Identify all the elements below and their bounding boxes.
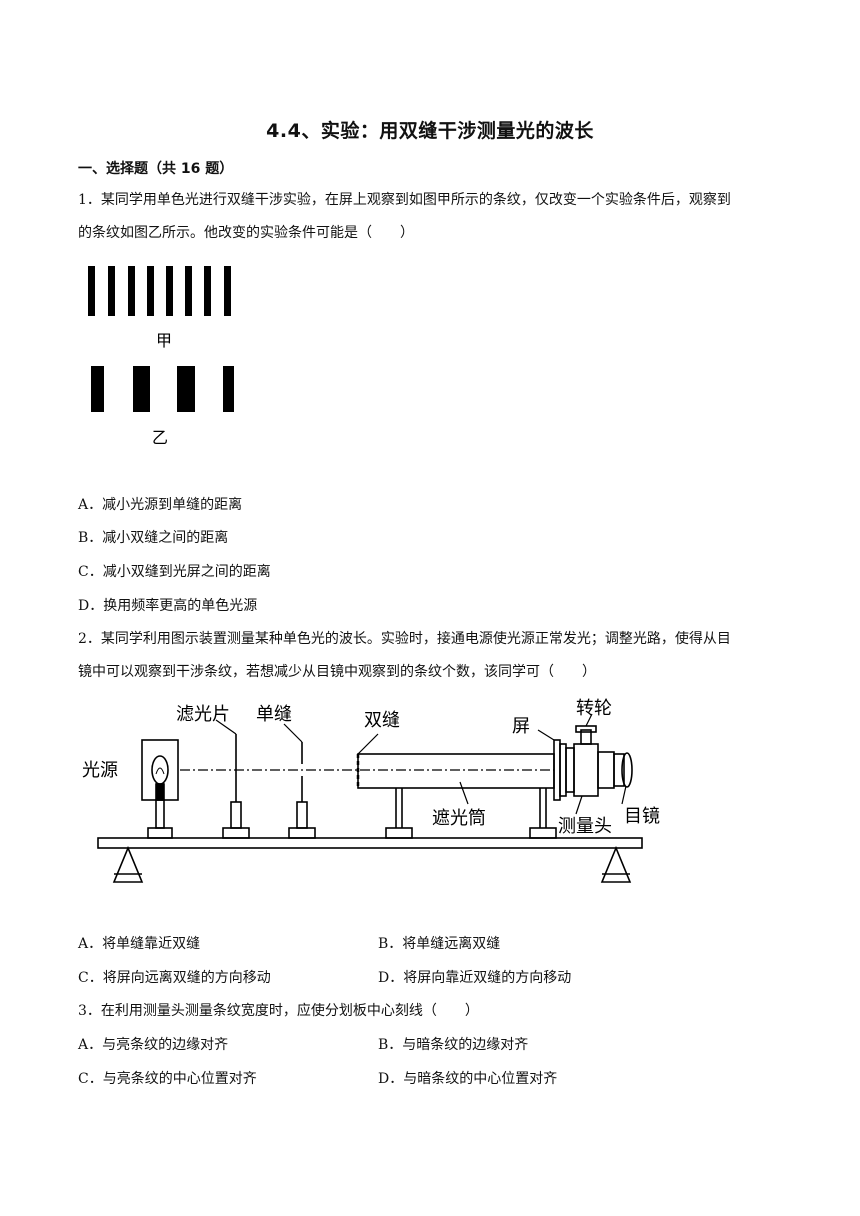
label-measuring-head: 测量头 [558, 816, 612, 837]
bench-support-left [112, 845, 144, 883]
label-double-slit: 双缝 [364, 710, 400, 731]
fringe-label-b: 乙 [152, 428, 168, 447]
light-source [141, 739, 179, 839]
measuring-head [553, 725, 615, 801]
q2-option-c[interactable]: C．将屏向远离双缝的方向移动 [78, 970, 271, 986]
q1-option-b[interactable]: B．减小双缝之间的距离 [78, 530, 229, 546]
double-slit-apparatus-diagram: 滤光片 单缝 双缝 屏 转轮 光源 遮光筒 测量头 目镜 [82, 698, 660, 883]
label-tube: 遮光筒 [432, 808, 486, 829]
section-heading: 一、选择题（共 16 题） [78, 161, 234, 177]
q2-option-d[interactable]: D．将屏向靠近双缝的方向移动 [378, 970, 572, 986]
eyepiece [613, 752, 633, 788]
optical-bench [97, 837, 643, 849]
fringe-pattern-a [88, 266, 231, 316]
label-filter: 滤光片 [176, 704, 230, 725]
fringe-label-a: 甲 [156, 331, 172, 350]
q1-option-c[interactable]: C．减小双缝到光屏之间的距离 [78, 564, 271, 580]
q3-option-d[interactable]: D．与暗条纹的中心位置对齐 [378, 1071, 558, 1087]
q3-option-a[interactable]: A．与亮条纹的边缘对齐 [78, 1037, 229, 1053]
label-single-slit: 单缝 [256, 704, 292, 725]
page-title: 4.4、实验：用双缝干涉测量光的波长 [266, 120, 594, 142]
q3-option-c[interactable]: C．与亮条纹的中心位置对齐 [78, 1071, 257, 1087]
q2-stem-line1: 2．某同学利用图示装置测量某种单色光的波长。实验时，接通电源使光源正常发光；调整… [78, 631, 731, 647]
bench-support-right [600, 845, 632, 883]
q1-fringe-figure: 甲 乙 [88, 266, 234, 447]
filter-holder [222, 734, 250, 839]
q2-option-b[interactable]: B．将单缝远离双缝 [378, 936, 501, 952]
label-screen: 屏 [512, 716, 530, 737]
label-wheel: 转轮 [576, 698, 612, 719]
q1-stem-line2: 的条纹如图乙所示。他改变的实验条件可能是（ ） [78, 225, 414, 241]
fringe-pattern-b [91, 366, 234, 412]
q3-option-b[interactable]: B．与暗条纹的边缘对齐 [378, 1037, 529, 1053]
label-eyepiece: 目镜 [624, 806, 660, 827]
single-slit-holder [288, 742, 316, 839]
q1-option-d[interactable]: D．换用频率更高的单色光源 [78, 598, 258, 614]
q1-option-a[interactable]: A．减小光源到单缝的距离 [78, 497, 243, 513]
q1-stem-line1: 1．某同学用单色光进行双缝干涉实验，在屏上观察到如图甲所示的条纹，仅改变一个实验… [78, 192, 731, 208]
q2-stem-line2: 镜中可以观察到干涉条纹，若想减少从目镜中观察到的条纹个数，该同学可（ ） [78, 664, 596, 680]
q2-option-a[interactable]: A．将单缝靠近双缝 [78, 936, 201, 952]
q3-stem-line1: 3．在利用测量头测量条纹宽度时，应使分划板中心刻线（ ） [78, 1003, 479, 1019]
label-light-source: 光源 [82, 760, 118, 781]
